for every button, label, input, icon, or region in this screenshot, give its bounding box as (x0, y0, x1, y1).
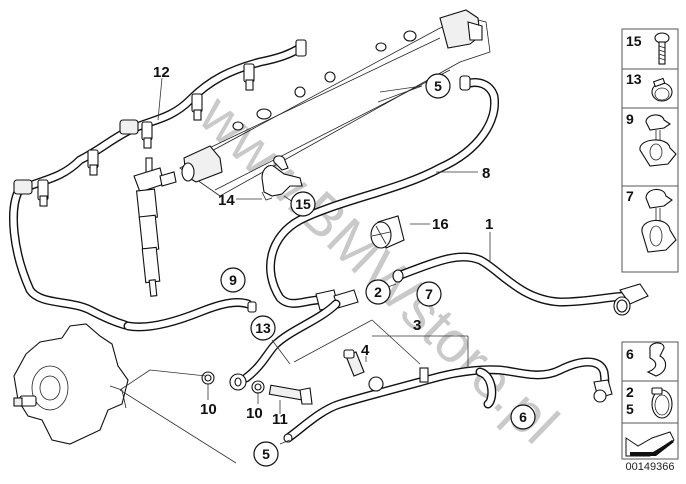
worm-clamp-icon (651, 387, 673, 419)
legend-item-2-5: 2 5 (626, 384, 673, 419)
svg-text:9: 9 (626, 111, 634, 127)
callout-6: 6 (510, 404, 536, 430)
legend-item-7: 7 (626, 188, 677, 253)
callout-3: 3 (413, 317, 421, 334)
legend-top: 15 13 9 7 (621, 28, 679, 273)
svg-text:5: 5 (626, 401, 634, 417)
legend-item-13: 13 (626, 71, 673, 102)
svg-text:6: 6 (626, 346, 634, 362)
watermark: www.BMWstore.pl (186, 82, 570, 456)
high-pressure-pump (13, 323, 129, 445)
callout-5-bottom: 5 (253, 441, 279, 467)
callout-16: 16 (432, 216, 449, 233)
svg-text:15: 15 (295, 196, 311, 212)
callout-10a: 10 (200, 401, 217, 418)
svg-text:13: 13 (626, 71, 642, 87)
callout-11: 11 (272, 411, 288, 428)
callout-1: 1 (485, 216, 493, 233)
svg-text:2: 2 (626, 384, 634, 400)
svg-text:7: 7 (425, 286, 433, 302)
line-13 (229, 299, 341, 391)
callout-15: 15 (290, 191, 316, 217)
double-clip-icon (639, 114, 677, 167)
callout-12: 12 (153, 64, 170, 81)
svg-text:5: 5 (262, 446, 270, 462)
clip-bracket (261, 155, 303, 201)
callout-5-top: 5 (425, 73, 451, 99)
svg-text:5: 5 (434, 78, 442, 94)
s-clip-icon (646, 342, 667, 377)
line-9 (123, 297, 257, 332)
svg-text:6: 6 (519, 409, 527, 425)
legend-item-6: 6 (626, 342, 667, 377)
legend-item-9: 9 (626, 111, 677, 167)
callout-14: 14 (218, 192, 235, 209)
callout-13: 13 (250, 315, 276, 341)
return-line-8 (265, 75, 500, 308)
callouts-circled: 5 15 9 2 7 13 6 5 (220, 73, 536, 467)
line-1 (392, 252, 649, 316)
leader-lines (119, 77, 491, 464)
line-3 (283, 357, 613, 443)
direction-arrow-icon (625, 431, 675, 457)
legend-item-arrow (625, 431, 675, 457)
callout-7: 7 (416, 281, 442, 307)
washers-bolt (201, 371, 313, 405)
callout-10b: 10 (246, 405, 263, 422)
leak-off-line (9, 39, 307, 330)
svg-text:15: 15 (626, 33, 642, 49)
callout-4: 4 (361, 342, 370, 359)
injector (133, 157, 177, 297)
svg-text:13: 13 (255, 320, 271, 336)
legend-bottom: 6 2 5 (621, 341, 679, 460)
part-number: 00149366 (626, 461, 675, 473)
damper (370, 215, 405, 249)
callout-8: 8 (482, 165, 490, 182)
double-clip-icon (641, 188, 677, 253)
svg-text:7: 7 (626, 188, 634, 204)
sensor-4 (343, 349, 365, 377)
callout-2: 2 (365, 279, 391, 305)
callouts-plain: 12 8 14 16 1 3 4 10 10 11 (153, 64, 493, 428)
svg-text:2: 2 (374, 284, 382, 300)
svg-text:9: 9 (229, 272, 237, 288)
bolt-icon (654, 32, 670, 65)
fuel-rail (179, 9, 491, 197)
hose-clamp-icon (651, 77, 673, 102)
callout-9: 9 (220, 267, 246, 293)
legend-item-15: 15 (626, 32, 670, 65)
